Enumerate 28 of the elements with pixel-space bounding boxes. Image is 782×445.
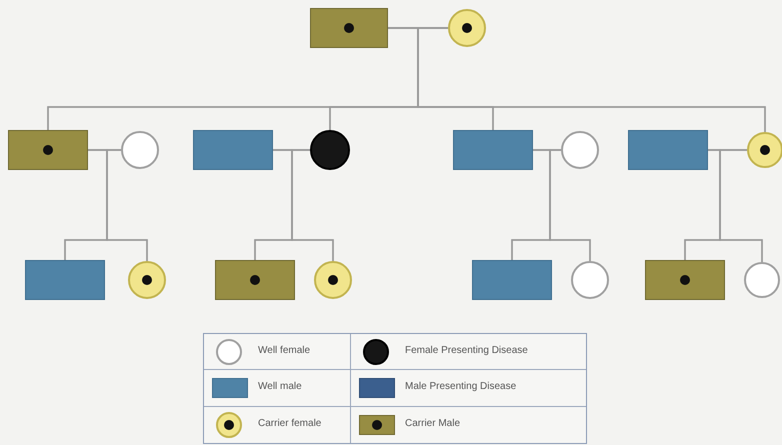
dotted-square <box>8 130 88 170</box>
circle <box>744 262 780 298</box>
connector-line <box>549 149 591 261</box>
legend-label: Female Presenting Disease <box>405 345 528 356</box>
square <box>25 260 105 300</box>
legend-label: Carrier Male <box>405 418 460 429</box>
dotted-circle <box>314 261 352 299</box>
dotted-circle <box>128 261 166 299</box>
dotted-square <box>215 260 295 300</box>
square <box>453 130 533 170</box>
dotted-circle <box>448 9 486 47</box>
dotted-circle <box>747 132 782 168</box>
dotted-square <box>310 8 388 48</box>
circle <box>571 261 609 299</box>
connector-line <box>106 149 148 261</box>
legend-label: Carrier female <box>258 418 322 429</box>
legend-label: Male Presenting Disease <box>405 381 516 392</box>
square <box>472 260 552 300</box>
connector-line <box>719 149 763 262</box>
circle <box>121 131 159 169</box>
dotted-square <box>645 260 725 300</box>
connector-line <box>291 149 334 261</box>
legend-label: Well male <box>258 381 302 392</box>
filled-circle <box>310 130 350 170</box>
square <box>628 130 708 170</box>
legend-label: Well female <box>258 345 310 356</box>
circle <box>561 131 599 169</box>
square <box>193 130 273 170</box>
